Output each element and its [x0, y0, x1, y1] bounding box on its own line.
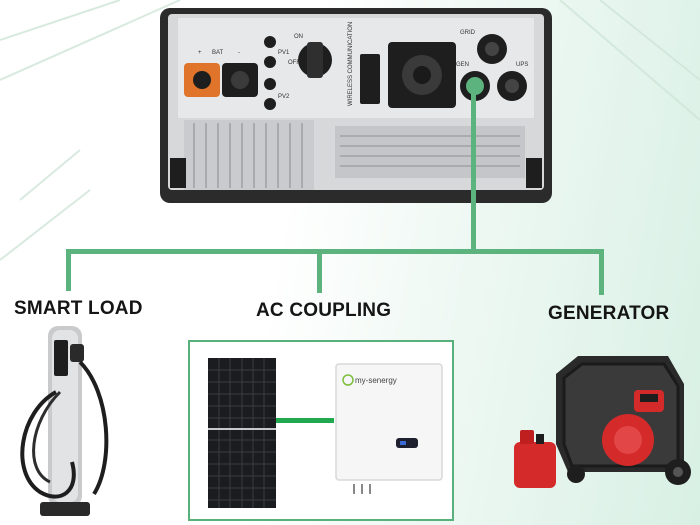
ups-label: UPS [516, 62, 528, 68]
ac-coupling-wire [317, 249, 322, 293]
solar-panel-icon [208, 358, 276, 508]
string-inverter-icon [335, 363, 443, 494]
pv1-label: PV1 [278, 50, 290, 56]
gen-label: GEN [456, 62, 469, 68]
smart-load-label: SMART LOAD [14, 298, 143, 319]
gen-drop-wire [471, 86, 476, 251]
generator-wire [599, 249, 604, 295]
fuel-can-icon [514, 430, 556, 488]
ac-coupling-label: AC COUPLING [256, 300, 392, 321]
bus-wire [66, 249, 604, 254]
hybrid-inverter: + BAT - PV1 PV2 ON OFF GRID GEN UPS WIRE… [160, 8, 552, 203]
generator-label: GENERATOR [548, 303, 670, 324]
inverter-brand-text: my-senergy [355, 376, 397, 385]
grid-label: GRID [460, 30, 476, 36]
ev-charger-icon [20, 326, 109, 516]
comm-label: WIRELESS COMMUNICATION [348, 22, 354, 106]
panel-inverter-link [276, 418, 334, 423]
bat-plus-label: + [198, 50, 202, 56]
ac-coupling-illustration: my-senergy [208, 358, 443, 508]
switch-off-label: OFF [288, 60, 300, 66]
smart-load-wire [66, 249, 71, 291]
generator-icon [514, 356, 691, 488]
bat-minus-label: - [238, 50, 240, 56]
switch-on-label: ON [294, 34, 303, 40]
bat-label: BAT [212, 50, 224, 56]
pv2-label: PV2 [278, 94, 290, 100]
